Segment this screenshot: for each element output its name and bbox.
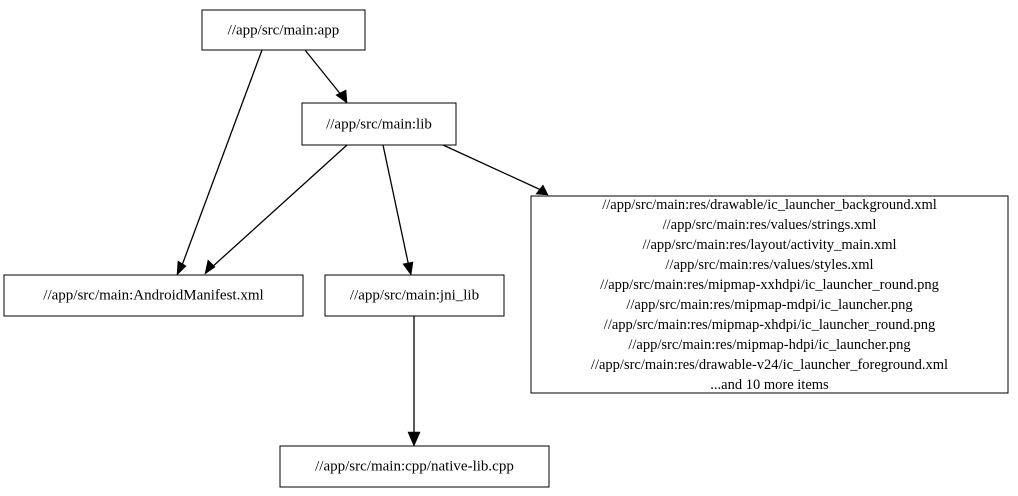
edge-lib-to-res_group — [442, 144, 549, 196]
arrowhead — [402, 261, 414, 276]
res-item-line: //app/src/main:res/drawable/ic_launcher_… — [602, 197, 937, 213]
edge-line — [442, 144, 542, 191]
edge-line — [304, 49, 343, 97]
edge-app-to-lib — [304, 49, 348, 104]
node-label: //app/src/main:AndroidManifest.xml — [43, 287, 263, 303]
node-res-group[interactable]: //app/src/main:res/drawable/ic_launcher_… — [530, 195, 1009, 394]
node-label: //app/src/main:cpp/native-lib.cpp — [315, 458, 514, 474]
node-lib[interactable]: //app/src/main:lib — [301, 102, 457, 146]
node-box[interactable] — [279, 445, 550, 488]
edge-line — [210, 144, 348, 269]
arrowhead — [176, 260, 187, 276]
node-box[interactable] — [530, 195, 1009, 394]
res-item-line: //app/src/main:res/mipmap-xhdpi/ic_launc… — [604, 317, 935, 333]
node-label: //app/src/main:jni_lib — [350, 287, 479, 303]
node-native-lib[interactable]: //app/src/main:cpp/native-lib.cpp — [279, 445, 550, 488]
edge-lib-to-manifest — [204, 144, 348, 275]
res-more-items-line: ...and 10 more items — [710, 377, 829, 393]
edge-jni_lib-to-native_lib — [407, 316, 421, 447]
arrowhead — [335, 89, 348, 104]
res-item-line: //app/src/main:res/drawable-v24/ic_launc… — [591, 357, 948, 373]
res-item-line: //app/src/main:res/values/styles.xml — [665, 257, 873, 273]
arrowhead — [407, 431, 421, 447]
edge-app-to-manifest — [176, 49, 263, 276]
res-item-line: //app/src/main:res/mipmap-xxhdpi/ic_laun… — [600, 277, 939, 293]
arrowhead — [204, 259, 216, 275]
node-layer: //app/src/main:app //app/src/main:lib //… — [3, 9, 1009, 488]
node-label: //app/src/main:app — [228, 22, 340, 38]
node-manifest[interactable]: //app/src/main:AndroidManifest.xml — [3, 274, 304, 317]
edge-line — [180, 49, 263, 269]
edge-lib-to-jni_lib — [382, 144, 414, 276]
res-item-line: //app/src/main:res/values/strings.xml — [663, 217, 877, 233]
node-label: //app/src/main:lib — [326, 116, 432, 132]
edge-line — [382, 144, 410, 268]
node-box[interactable] — [324, 274, 505, 317]
node-box[interactable] — [201, 9, 366, 51]
arrowhead — [535, 184, 549, 196]
node-app[interactable]: //app/src/main:app — [201, 9, 366, 51]
node-jni-lib[interactable]: //app/src/main:jni_lib — [324, 274, 505, 317]
res-item-line: //app/src/main:res/layout/activity_main.… — [642, 237, 896, 253]
node-box[interactable] — [301, 102, 457, 146]
res-item-line: //app/src/main:res/mipmap-mdpi/ic_launch… — [626, 297, 912, 313]
node-box[interactable] — [3, 274, 304, 317]
res-item-line: //app/src/main:res/mipmap-hdpi/ic_launch… — [628, 337, 910, 353]
edge-layer — [176, 49, 549, 447]
